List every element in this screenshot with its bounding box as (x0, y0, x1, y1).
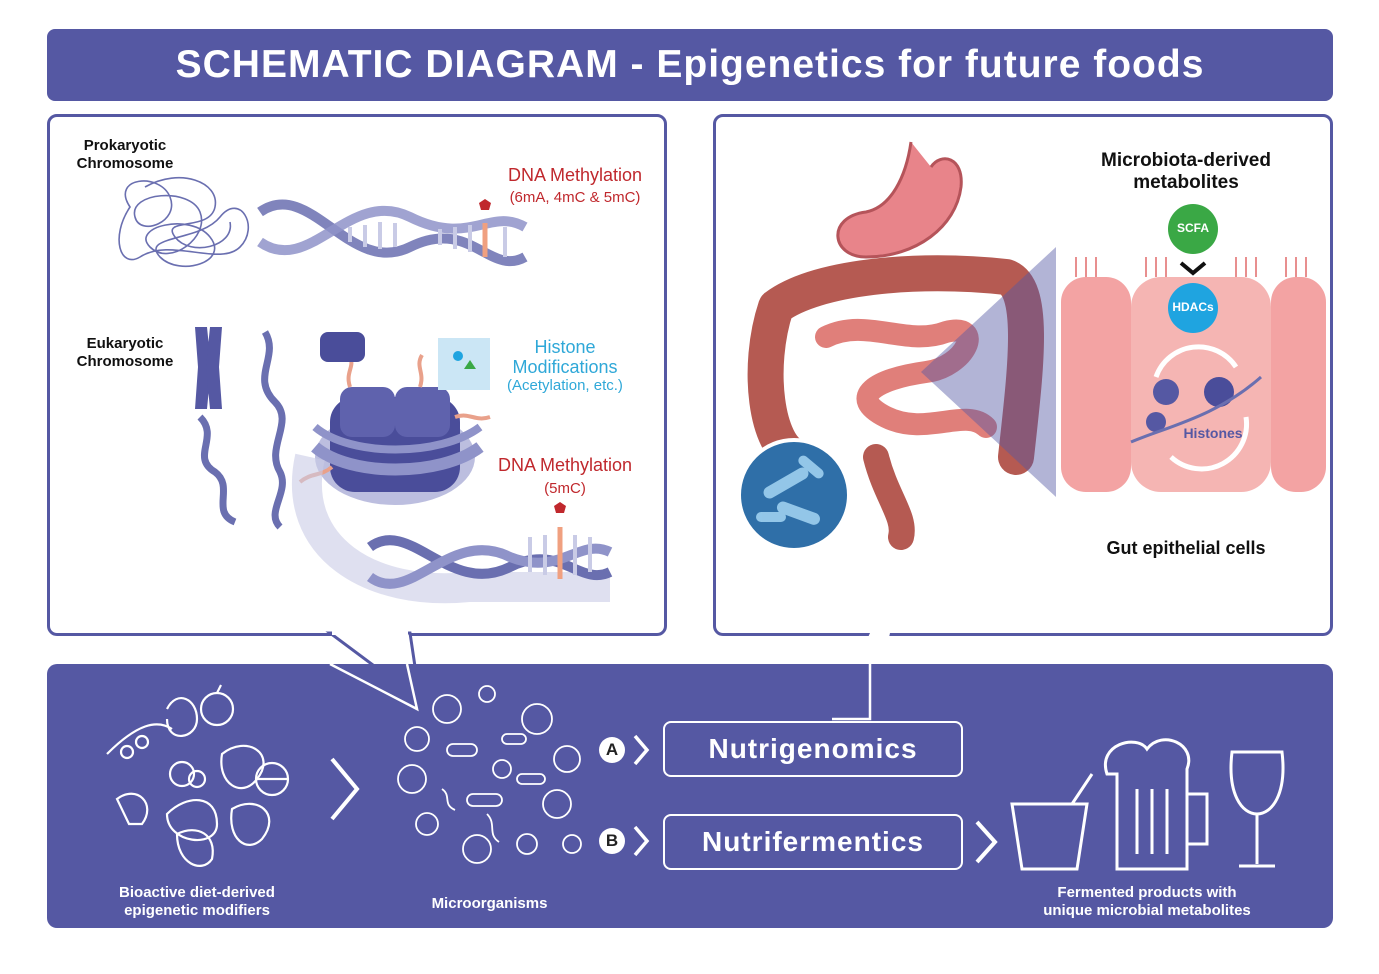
arrow-products-icon (975, 820, 998, 864)
scfa-label: SCFA (1176, 221, 1209, 235)
scfa-circle (1168, 204, 1218, 254)
hdacs-label: HDACs (1172, 300, 1214, 314)
hdacs-circle (1168, 283, 1218, 333)
bacteria-magnified-icon (737, 438, 851, 552)
chromosome-illustration (118, 177, 613, 604)
stomach-icon (836, 141, 963, 259)
chromatin-fiber-icon (197, 330, 286, 530)
dna-methylation-top-label: DNA Methylation (6mA, 4mC & 5mC) (507, 165, 643, 206)
histone-mark-box (438, 338, 490, 390)
title-banner: SCHEMATIC DIAGRAM - Epigenetics for futu… (47, 29, 1333, 101)
dna-ribbon (291, 453, 610, 604)
yogurt-cup-icon (1010, 802, 1089, 871)
histone-modifications-label: Histone Modifications (Acetylation, etc.… (507, 337, 623, 394)
path-a-badge: A (599, 737, 625, 763)
arrow-right-icon (330, 757, 360, 821)
nutrigenomics-box: Nutrigenomics (663, 721, 963, 777)
pathways-illustration (106, 664, 1285, 871)
eukaryotic-chromosome-icon (195, 327, 222, 409)
methylation-marker-icon (554, 502, 566, 513)
arrow-b-icon (633, 825, 650, 857)
path-b-badge: B (599, 828, 625, 854)
fermented-products-icon (1010, 738, 1285, 871)
zoom-cone (921, 247, 1056, 497)
arrow-a-icon (633, 734, 650, 766)
histones-label: Histones (1183, 425, 1243, 441)
microorganisms-label: Microorganisms (431, 895, 548, 912)
gut-epithelial-cells-icon (1061, 257, 1326, 492)
acetyl-circle-icon (453, 351, 463, 361)
wine-glass-icon (1229, 750, 1285, 816)
beer-mug-icon (1103, 738, 1191, 871)
gut-cells-label: Gut epithelial cells (1106, 538, 1266, 558)
dna-helix-bottom-icon (367, 502, 613, 589)
inhibit-arrow-icon (1179, 261, 1207, 276)
nutrifermentics-box: Nutrifermentics (663, 814, 963, 870)
microorganisms-icon (397, 685, 582, 864)
nucleosome-icon (298, 332, 491, 505)
small-intestine-icon (815, 318, 997, 438)
diet-foods-icon (106, 684, 290, 867)
dna-methylation-bottom-label: DNA Methylation (5mC) (497, 455, 633, 497)
page-title: SCHEMATIC DIAGRAM - Epigenetics for futu… (175, 43, 1205, 86)
gut-illustration (737, 141, 1326, 552)
dna-helix-top-icon (257, 199, 528, 267)
prokaryotic-chromosome-icon (118, 177, 250, 267)
methylation-marker-icon (479, 199, 491, 210)
acetyl-triangle-icon (464, 360, 476, 369)
